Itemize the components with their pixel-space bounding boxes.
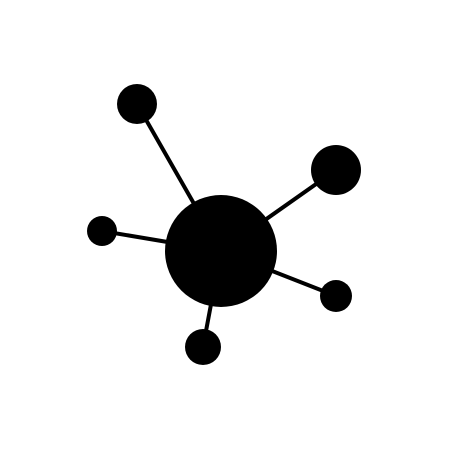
nodes <box>87 84 361 365</box>
satellite-node-bottom <box>185 329 221 365</box>
hub-node <box>165 195 277 307</box>
satellite-node-left <box>87 216 117 246</box>
satellite-node-right <box>311 145 361 195</box>
satellite-node-bottom-right <box>320 280 352 312</box>
satellite-node-top-left <box>117 84 157 124</box>
